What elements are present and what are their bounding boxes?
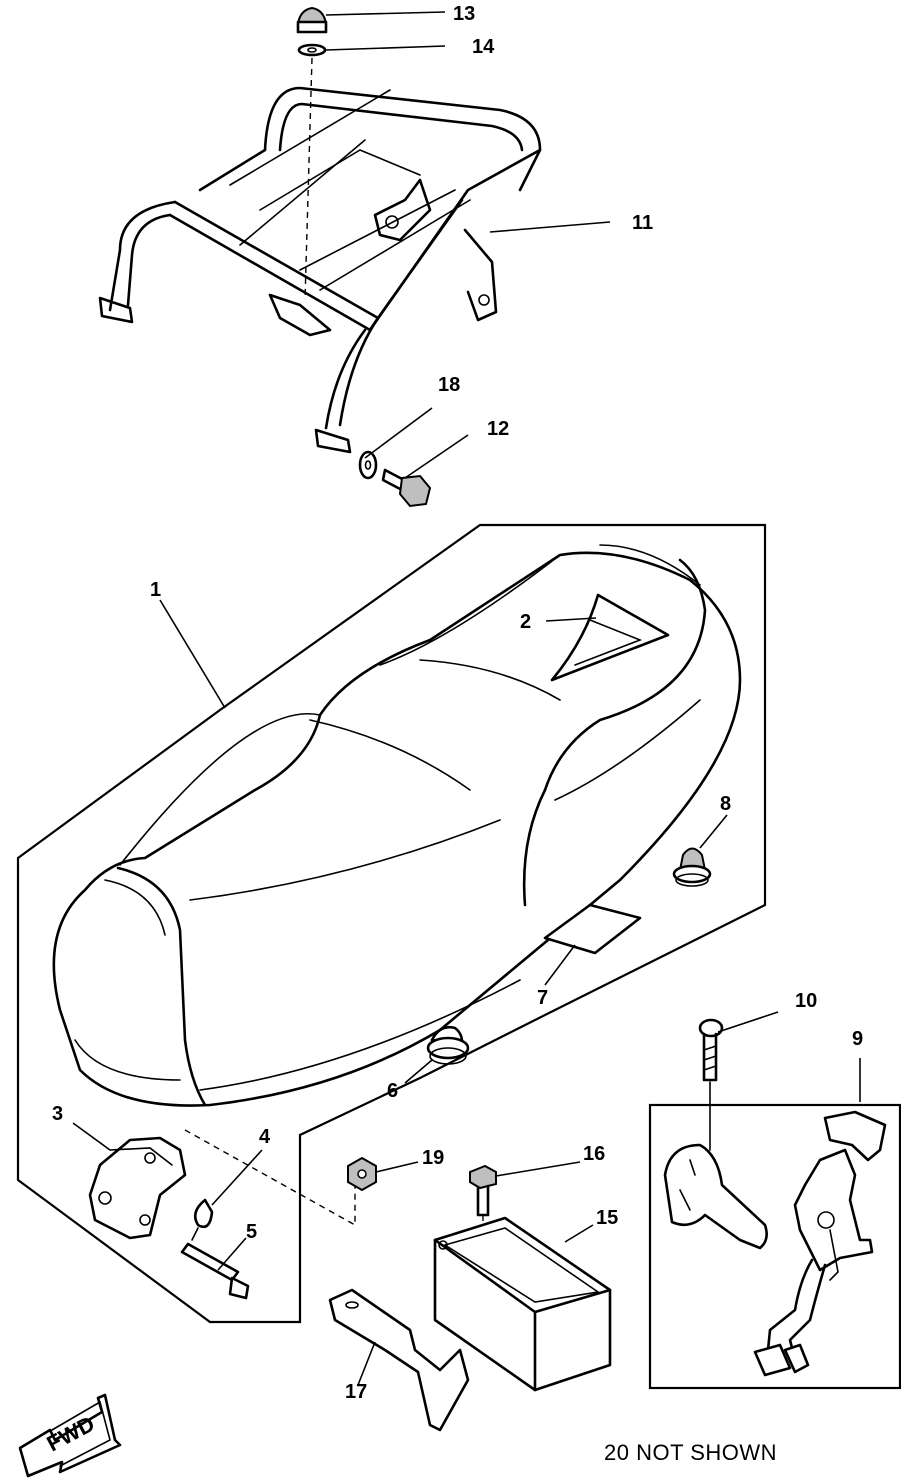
hinge-bracket-part xyxy=(88,1136,187,1240)
box-bolt-part xyxy=(469,1164,497,1217)
storage-box-part xyxy=(433,1216,612,1392)
callout-14: 14 xyxy=(472,36,495,58)
upper-damper-part xyxy=(672,847,712,887)
callout-18: 18 xyxy=(438,374,460,396)
callout-2: 2 xyxy=(520,611,531,633)
not-shown-note: 20 NOT SHOWN xyxy=(604,1440,777,1465)
seat-emblem-part xyxy=(550,593,670,682)
forward-arrow: FWD xyxy=(18,1393,122,1478)
seat-group-outline xyxy=(16,523,767,1324)
lower-washer-part xyxy=(358,450,378,480)
washer-part xyxy=(297,43,327,57)
callout-1: 1 xyxy=(150,579,161,601)
callout-9: 9 xyxy=(852,1028,863,1050)
flange-bolt-part xyxy=(381,468,432,508)
callout-10: 10 xyxy=(795,990,817,1012)
seat-lock-part xyxy=(663,1110,887,1377)
callout-8: 8 xyxy=(720,793,731,815)
lower-damper-part xyxy=(426,1025,470,1065)
leader-lines xyxy=(72,11,861,1386)
callout-6: 6 xyxy=(387,1080,398,1102)
callout-4: 4 xyxy=(259,1126,271,1148)
seat-lock-group-outline xyxy=(648,1103,901,1390)
flange-nut-part xyxy=(347,1156,377,1192)
seat-part xyxy=(52,544,742,1107)
hinge-pin-part xyxy=(180,1242,250,1300)
cotter-clip-part xyxy=(191,1198,214,1241)
cap-nut-part xyxy=(296,6,328,34)
callout-19: 19 xyxy=(422,1147,444,1169)
callout-13: 13 xyxy=(453,3,475,25)
assembly-axis xyxy=(304,57,313,301)
callout-7: 7 xyxy=(537,987,548,1009)
rear-carrier-part xyxy=(98,86,542,454)
callout-5: 5 xyxy=(246,1221,257,1243)
callout-3: 3 xyxy=(52,1103,63,1125)
callout-12: 12 xyxy=(487,418,509,440)
callout-11: 11 xyxy=(632,212,653,234)
lock-bracket-part xyxy=(328,1288,470,1432)
lock-screw-part xyxy=(698,1018,724,1082)
callout-17: 17 xyxy=(345,1381,367,1403)
callout-16: 16 xyxy=(583,1143,605,1165)
seat-pad-part xyxy=(543,903,642,955)
callout-15: 15 xyxy=(596,1207,618,1229)
